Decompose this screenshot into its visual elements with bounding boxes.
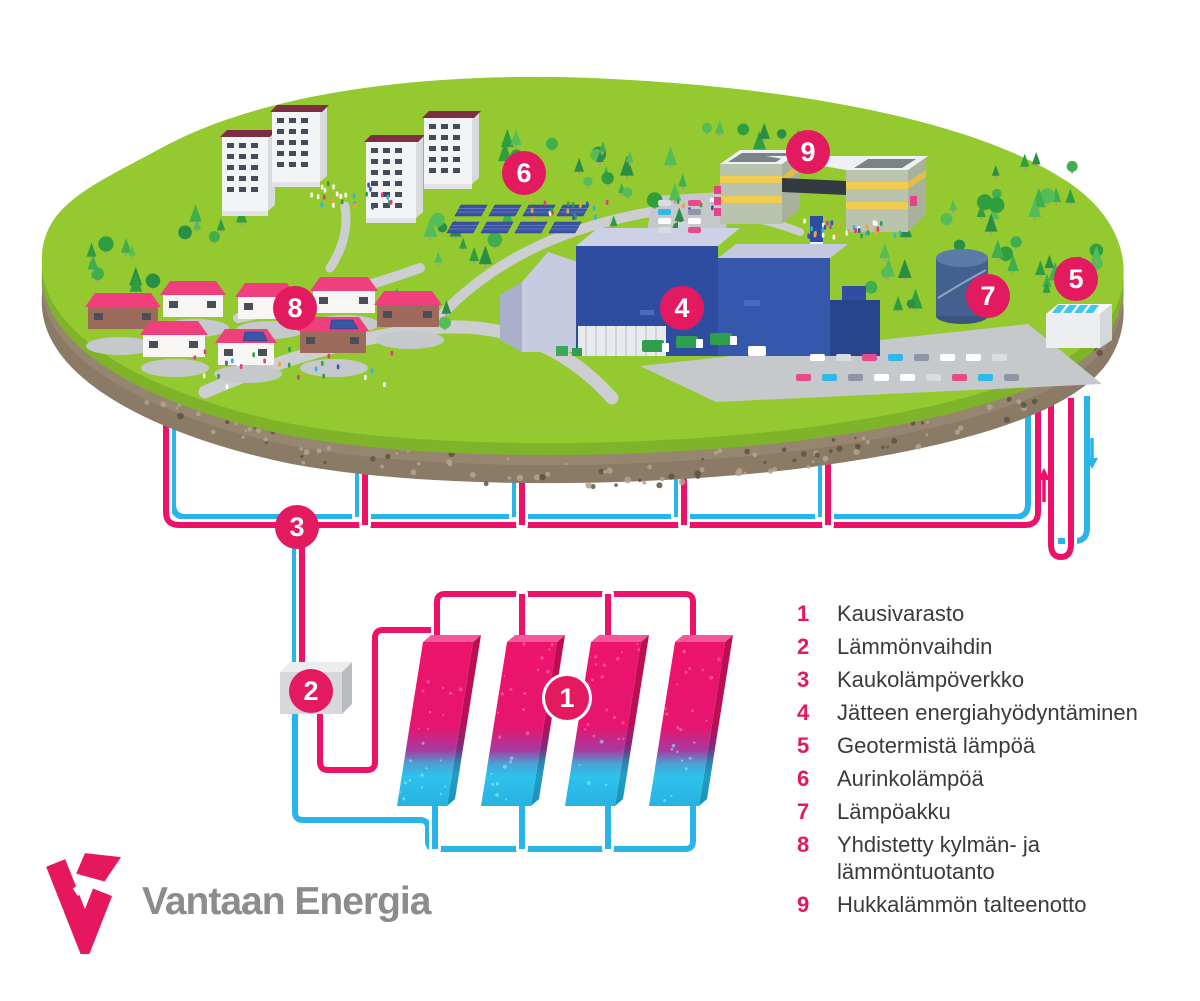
seasonal-heat-storage-blocks [397,635,733,806]
legend-item: 1 Kausivarasto [797,600,1191,627]
v-lightning-icon [46,853,122,954]
marker-badge-5-geoterminen: 5 [1054,257,1098,301]
legend-label: Jätteen energiahyödyntäminen [837,700,1138,725]
legend-number: 6 [797,766,810,791]
vantaan-energia-logo: Vantaan Energia [42,850,431,954]
people-crowds [193,181,902,390]
legend-label: Kaukolämpöverkko [837,667,1025,692]
legend-item: 8 Yhdistetty kylmän- ja lämmöntuotanto [797,831,1191,885]
marker-badge-8-kylman-ja-lammontuotanto: 8 [273,286,317,330]
legend: 1 Kausivarasto 2 Lämmönvaihdin 3 Kaukolämpö… [797,600,1191,924]
legend-number: 8 [797,832,810,857]
legend-label: Yhdistetty kylmän- ja lämmöntuotanto [837,832,1040,884]
vehicles [642,200,1019,381]
geothermal-plant [1046,304,1112,348]
legend-number: 7 [797,799,810,824]
legend-label: Hukkalämmön talteenotto [837,892,1087,917]
legend-item: 3 Kaukolämpöverkko [797,666,1191,693]
city-buildings [85,105,1112,390]
marker-badge-3-kaukolampoverkko: 3 [275,505,319,549]
legend-number: 9 [797,892,810,917]
underground-storage-system [280,511,733,855]
legend-item: 7 Lämpöakku [797,798,1191,825]
legend-item: 9 Hukkalämmön talteenotto [797,891,1191,918]
parking-lot [640,324,1102,402]
marker-badge-7-lampoakku: 7 [966,274,1010,318]
legend-label: Aurinkolämpöä [837,766,984,791]
legend-number: 1 [797,601,810,626]
legend-label: Lämmönvaihdin [837,634,993,659]
legend-item: 6 Aurinkolämpöä [797,765,1191,792]
legend-number: 4 [797,700,810,725]
solar-panel-field [446,204,590,234]
marker-badge-1-kausivarasto: 1 [545,676,589,720]
legend-item: 5 Geotermistä lämpöä [797,732,1191,759]
marker-badge-9-hukkalampo: 9 [786,130,830,174]
logo-text: Vantaan Energia [142,880,431,923]
legend-number: 3 [797,667,810,692]
marker-badge-6-aurinkolampo: 6 [502,151,546,195]
apartment-towers [220,105,481,223]
legend-item: 4 Jätteen energiahyödyntäminen [797,699,1191,726]
marker-badge-4-jatteen-energiahyodyntaminen: 4 [660,286,704,330]
legend-label: Lämpöakku [837,799,951,824]
legend-number: 5 [797,733,810,758]
soil-texture [69,310,1103,490]
marker-badge-2-lammonvaihdin: 2 [289,669,333,713]
legend-item: 2 Lämmönvaihdin [797,633,1191,660]
legend-label: Kausivarasto [837,601,965,626]
legend-number: 2 [797,634,810,659]
storage-loop-pipes [289,511,699,855]
detached-houses [85,277,442,365]
legend-label: Geotermistä lämpöä [837,733,1036,758]
mall-bridge [782,178,846,195]
